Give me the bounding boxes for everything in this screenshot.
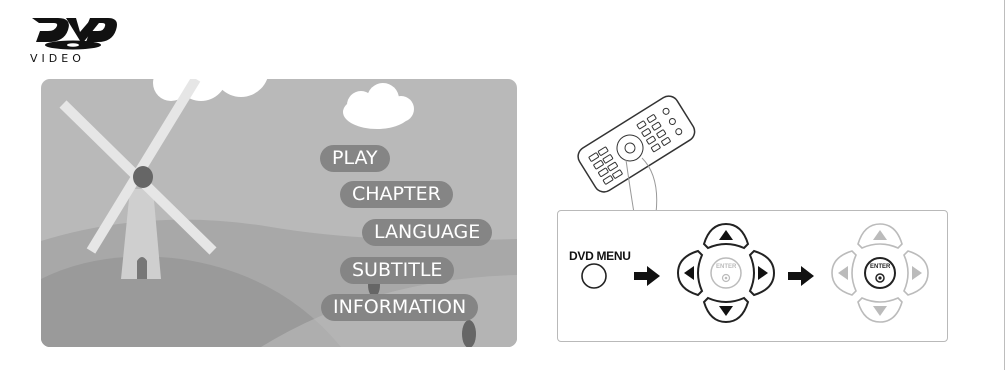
down-arrow-icon (719, 306, 733, 316)
menu-item-language[interactable]: LANGUAGE (362, 219, 493, 246)
menu-item-chapter[interactable]: CHAPTER (340, 181, 453, 208)
right-arrow-icon (758, 266, 768, 280)
arrow-right-icon (788, 266, 814, 286)
dvd-menu-screen: PLAY CHAPTER LANGUAGE SUBTITLE INFORMATI… (41, 79, 517, 347)
cloud-icon (343, 83, 414, 129)
menu-item-information[interactable]: INFORMATION (321, 294, 479, 321)
left-arrow-icon (684, 266, 694, 280)
enter-pad[interactable] (826, 218, 934, 328)
cloud-icon (153, 79, 268, 101)
menu-item-subtitle[interactable]: SUBTITLE (340, 257, 455, 284)
dvd-menu-button[interactable] (580, 261, 610, 291)
dvd-logo-icon (32, 18, 117, 50)
direction-pad-arrows[interactable] (672, 218, 780, 328)
arrow-right-icon (634, 266, 660, 286)
remote-control-illustration (577, 95, 696, 213)
enter-label-faded: ENTER (716, 264, 737, 270)
up-arrow-icon (719, 230, 733, 240)
dvd-menu-label: DVD MENU (569, 249, 631, 263)
page-edge-divider (1004, 0, 1005, 370)
menu-item-play[interactable]: PLAY (320, 145, 390, 172)
enter-button-icon (875, 273, 885, 283)
logo-video-text: VIDEO (30, 52, 85, 65)
enter-label: ENTER (870, 264, 891, 270)
dvd-video-logo: VIDEO (28, 14, 118, 65)
